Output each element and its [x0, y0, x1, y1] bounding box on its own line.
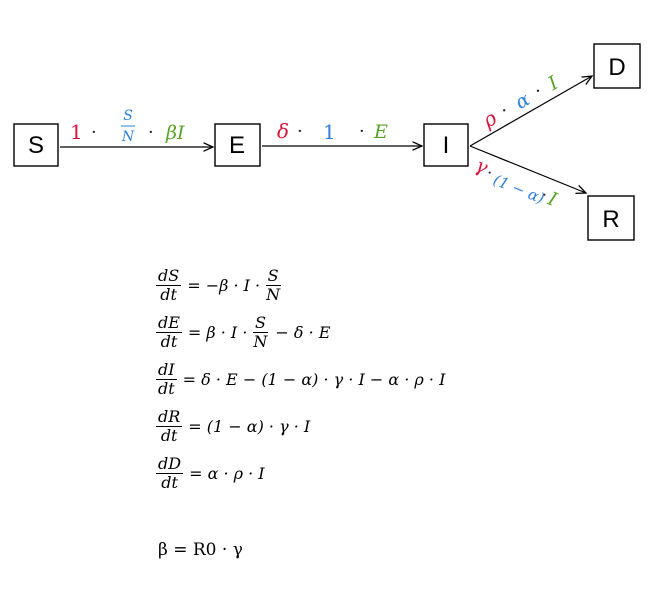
e-i-delta: δ: [277, 119, 289, 143]
e-i-dot-2: ·: [359, 121, 365, 142]
node-d: D: [593, 43, 641, 89]
node-r-label: R: [602, 206, 619, 233]
derivative-numerator: dR: [156, 407, 183, 427]
edge-i-to-d: [469, 76, 592, 147]
equation-rhs: = α · ρ · I: [189, 464, 265, 483]
equation-rhs-tail: − δ · E: [275, 323, 331, 342]
i-r-dot-2: ·: [539, 185, 551, 205]
derivative-numerator: dS: [156, 266, 182, 286]
node-e: E: [214, 123, 261, 167]
edge-i-to-d-label: ρ · α · I: [478, 72, 563, 133]
derivative-denominator: dt: [158, 379, 175, 398]
s-e-dot-1: ·: [91, 122, 97, 143]
equation-rhs: = (1 − α) · γ · I: [188, 417, 311, 436]
derivative-denominator: dt: [160, 426, 178, 445]
node-s: S: [13, 123, 59, 167]
e-i-e: E: [373, 121, 388, 143]
s-e-rate: βI: [165, 122, 185, 144]
derivative-numerator: dD: [156, 454, 184, 474]
i-d-rho: ρ: [478, 106, 501, 133]
derivative-denominator: dt: [161, 473, 178, 492]
node-i: I: [423, 123, 469, 167]
node-s-label: S: [28, 132, 44, 159]
rhs-fraction-denominator: N: [253, 332, 268, 351]
i-d-i: I: [544, 72, 563, 96]
compartment-diagram: S E I D R 1 · S N · βI δ · 1 · E ρ ·: [13, 43, 641, 241]
equation-rhs: = δ · E − (1 − α) · γ · I − α · ρ · I: [182, 370, 446, 389]
node-i-label: I: [443, 132, 450, 159]
i-d-alpha: α: [512, 88, 534, 114]
edge-s-to-e-label: 1 · S N · βI: [70, 108, 185, 145]
equation-rhs: = β · I ·: [187, 323, 248, 342]
derivative-denominator: dt: [160, 332, 178, 351]
rhs-fraction-numerator: S: [265, 266, 281, 286]
derivative-numerator: dI: [156, 360, 177, 380]
edge-i-to-r-label: γ · (1 − α) · I: [472, 154, 560, 211]
s-e-frac-den: N: [121, 129, 135, 145]
beta-formula: β = R0 · γ: [158, 540, 243, 560]
s-e-frac-num: S: [123, 108, 133, 124]
s-e-dot-2: ·: [148, 122, 154, 143]
e-i-dot-1: ·: [297, 121, 303, 142]
derivative-numerator: dE: [156, 313, 182, 333]
s-e-coef: 1: [70, 120, 83, 144]
equation-rhs: = −β · I ·: [187, 276, 261, 295]
e-i-one: 1: [323, 120, 336, 144]
i-d-dot-1: ·: [497, 100, 512, 121]
rhs-fraction-numerator: S: [252, 313, 268, 333]
edge-i-to-r: [469, 145, 586, 193]
i-r-dot-1: ·: [484, 163, 496, 183]
rhs-fraction-denominator: N: [266, 285, 281, 304]
node-d-label: D: [608, 54, 625, 81]
i-d-dot-2: ·: [531, 81, 546, 102]
node-e-label: E: [229, 132, 245, 159]
derivative-denominator: dt: [160, 285, 177, 304]
edge-e-to-i-label: δ · 1 · E: [277, 119, 388, 144]
node-r: R: [587, 195, 635, 241]
